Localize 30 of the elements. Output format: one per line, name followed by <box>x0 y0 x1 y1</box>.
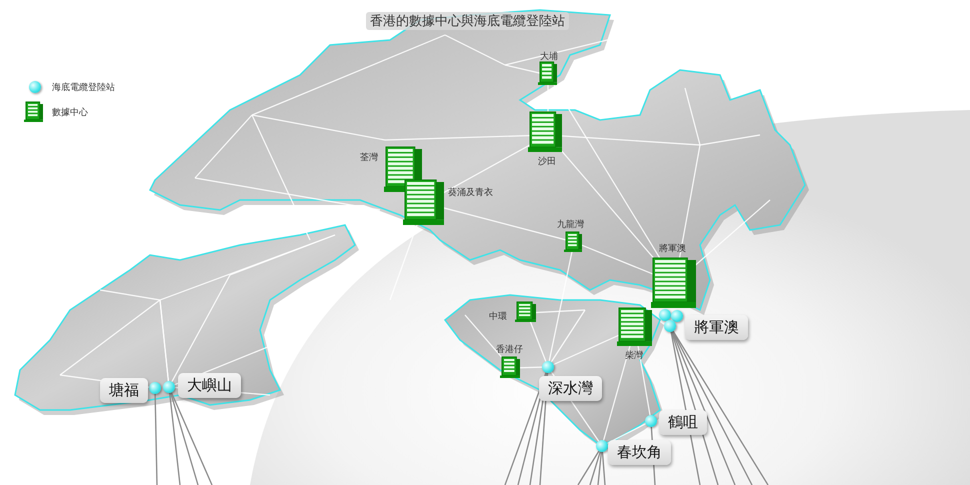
cable-line <box>589 452 601 485</box>
place-label: 大埔 <box>540 50 558 63</box>
station-label: 春坎角 <box>608 440 671 465</box>
cable-line <box>672 331 736 485</box>
legend-label: 數據中心 <box>52 106 88 119</box>
cable-line <box>170 392 213 485</box>
place-label: 荃灣 <box>360 152 378 164</box>
cable-line <box>597 452 602 485</box>
place-label: 葵涌及青衣 <box>448 186 493 199</box>
place-label: 沙田 <box>538 156 556 168</box>
title: 香港的數據中心與海底電纜登陸站 <box>366 12 569 30</box>
station-label: 塘福 <box>100 378 148 403</box>
station-label: 鶴咀 <box>659 410 707 435</box>
place-label: 九龍灣 <box>557 218 584 231</box>
cable-line <box>577 450 600 485</box>
cable-line <box>169 392 181 485</box>
legend-label: 海底電纜登陸站 <box>52 82 115 94</box>
station-label: 將軍澳 <box>685 315 748 340</box>
place-label: 將軍澳 <box>659 242 686 255</box>
cable-line <box>504 372 547 485</box>
cable-line <box>672 331 753 485</box>
station-label: 大嶼山 <box>178 373 241 398</box>
station-label: 深水灣 <box>539 376 602 401</box>
place-label: 香港仔 <box>496 344 523 356</box>
place-label: 柴灣 <box>625 350 643 362</box>
cable-line <box>154 394 158 485</box>
cable-line <box>602 452 606 485</box>
cable-line <box>672 330 769 485</box>
place-label: 中環 <box>489 310 507 323</box>
cable-line <box>170 392 199 485</box>
